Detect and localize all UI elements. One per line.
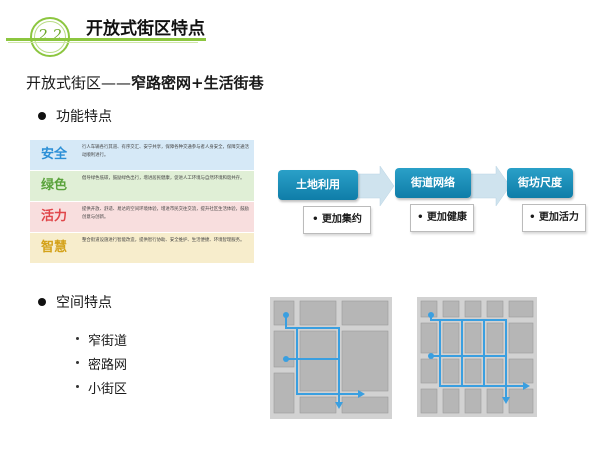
- spatial-item-small-block: 小街区: [88, 382, 128, 397]
- start-point-icon: [283, 356, 289, 362]
- feature-table: 安全 行人车辆各行其道、有序交汇、安宁共享，保障各种交通参与者人身安全，保障交通活…: [30, 140, 254, 264]
- sub-bullet-icon: [76, 361, 79, 364]
- spatial-label: 空间特点: [56, 295, 112, 311]
- flow-box-block-scale: 街坊尺度: [507, 168, 573, 198]
- arrow-head-icon: [523, 382, 530, 390]
- feature-name: 绿色: [40, 178, 67, 193]
- street-grid-large-blocks: [270, 297, 392, 419]
- arrow-right-icon: [469, 165, 511, 207]
- arrow-head-icon: [335, 402, 343, 409]
- header-underline-thin: [8, 42, 198, 43]
- feature-description: 提供开放、舒适、易达的空间环境体验，增进市民交往交流，提升社区生活体验，鼓励创意…: [82, 207, 249, 220]
- feature-name: 安全: [40, 147, 67, 162]
- page-subtitle: 开放式街区——窄路密网+生活街巷: [26, 72, 264, 93]
- spatial-item-dense-network: 密路网: [88, 358, 128, 373]
- feature-row: 安全 行人车辆各行其道、有序交汇、安宁共享，保障各种交通参与者人身安全，保障交通活…: [30, 140, 254, 170]
- feature-description: 行人车辆各行其道、有序交汇、安宁共享，保障各种交通参与者人身安全，保障交通活动顺…: [82, 145, 249, 158]
- functional-label: 功能特点: [56, 109, 112, 125]
- start-point-icon: [428, 353, 434, 359]
- street-grid-small-blocks: [417, 297, 537, 417]
- feature-row: 绿色 倡导绿色低碳，鼓励绿色出行，增进居民健康，促进人工环境与自然环境和谐共存。: [30, 171, 254, 201]
- spatial-item-narrow-street: 窄街道: [88, 334, 128, 349]
- feature-description: 整合街道设施进行智能改造，提供智行协助、安全维护、生活便捷、环境智理服务。: [82, 238, 245, 243]
- subtitle-main: 窄路密网+生活街巷: [131, 74, 264, 92]
- bullet-dot-icon: [38, 298, 46, 306]
- feature-name: 智慧: [40, 240, 67, 255]
- feature-description: 倡导绿色低碳，鼓励绿色出行，增进居民健康，促进人工环境与自然环境和谐共存。: [82, 176, 245, 181]
- flow-box-land-use: 土地利用: [278, 170, 358, 200]
- arrow-head-icon: [358, 390, 365, 398]
- feature-name: 活力: [40, 209, 67, 224]
- feature-row: 智慧 整合街道设施进行智能改造，提供智行协助、安全维护、生活便捷、环境智理服务。: [30, 233, 254, 263]
- arrow-right-icon: [351, 165, 395, 207]
- flow-box-street-network: 街道网络: [395, 168, 471, 198]
- start-point-icon: [428, 312, 434, 318]
- flow-benefit-vitality: • 更加活力: [522, 204, 586, 232]
- flow-arrows: [351, 165, 511, 207]
- flow-benefit-healthy: • 更加健康: [410, 204, 474, 232]
- subtitle-prefix: 开放式街区——: [26, 74, 132, 92]
- sub-bullet-icon: [76, 385, 79, 388]
- section-badge: [30, 17, 70, 57]
- feature-row: 活力 提供开放、舒适、易达的空间环境体验，增进市民交往交流，提升社区生活体验，鼓励…: [30, 202, 254, 232]
- sub-bullet-icon: [76, 337, 79, 340]
- arrow-head-icon: [502, 397, 510, 404]
- page-title: 开放式街区特点: [86, 19, 205, 39]
- bullet-dot-icon: [38, 112, 46, 120]
- start-point-icon: [283, 312, 289, 318]
- header-underline: [6, 38, 206, 41]
- flow-benefit-intensive: • 更加集约: [303, 206, 371, 234]
